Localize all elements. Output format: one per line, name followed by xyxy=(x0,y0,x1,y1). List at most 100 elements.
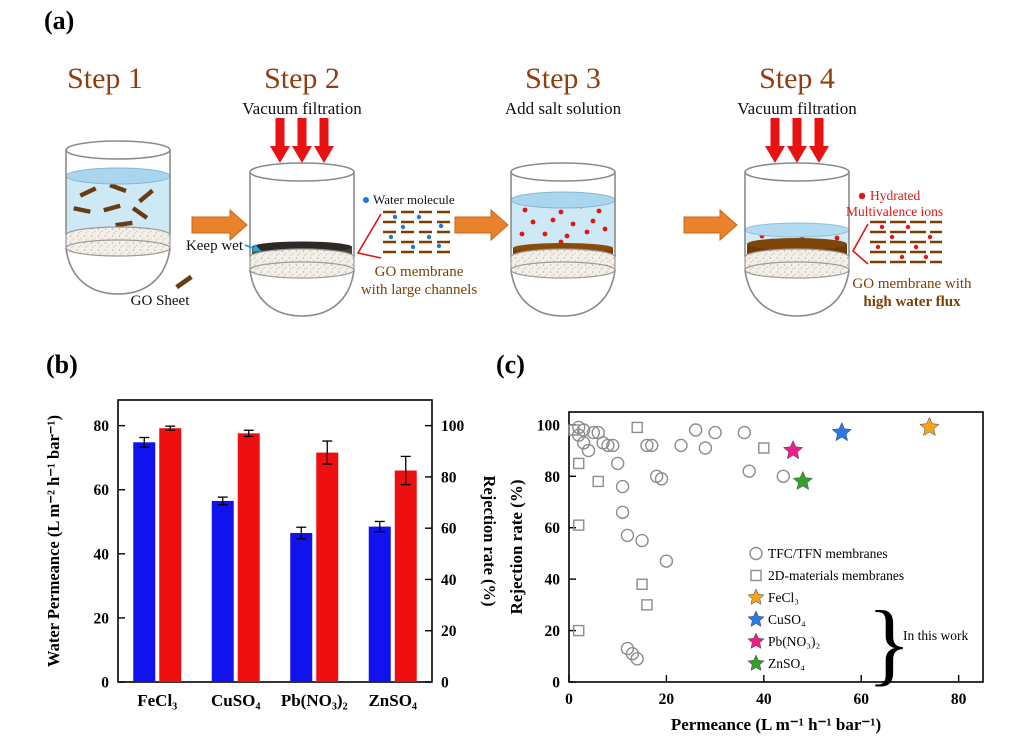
scatter-circle-marker xyxy=(659,554,674,568)
go-sheet-label: GO Sheet xyxy=(131,293,191,309)
process-arrows xyxy=(191,208,738,242)
scatter-square-marker xyxy=(641,599,653,611)
permeance-bar xyxy=(211,500,234,682)
go-sheets-in-water xyxy=(73,183,154,228)
legend-label: TFC/TFN membranes xyxy=(768,546,888,561)
permeance-bar xyxy=(368,526,391,682)
rejection-bar xyxy=(159,428,182,682)
permeance-bar xyxy=(290,532,313,682)
x-axis-title: Permeance (L m⁻¹ h⁻¹ bar⁻¹) xyxy=(671,715,881,734)
y-axis-tick-label: 60 xyxy=(545,520,561,537)
legend-label: ZnSO₄ xyxy=(768,656,805,671)
keep-wet-label: Keep wet xyxy=(186,238,244,254)
scatter-circle-marker xyxy=(620,641,635,656)
hydrated-label-line1: Hydrated xyxy=(870,188,920,203)
flux-label-line1: GO membrane with xyxy=(852,276,972,292)
x-axis-tick-label: 60 xyxy=(853,691,869,708)
x-axis-tick-label: 40 xyxy=(756,691,772,708)
go-membrane-label-line2: with large channels xyxy=(361,282,478,298)
go-membrane-sketch-large-channels xyxy=(383,210,455,254)
beaker-rim xyxy=(249,162,355,182)
vacuum-arrows-step-4 xyxy=(765,118,829,163)
scatter-circle-marker xyxy=(635,533,649,548)
step-2-title: Step 2 xyxy=(264,62,340,95)
scatter-circle-marker xyxy=(708,425,722,440)
arrow-step1-step2 xyxy=(191,208,248,242)
step-1-title: Step 1 xyxy=(67,62,143,95)
scatter-circle-marker xyxy=(586,425,601,440)
panel-a-label: (a) xyxy=(44,6,75,35)
water-surface xyxy=(65,167,171,185)
y-axis-tick-label: 20 xyxy=(545,623,561,640)
scatter-circle-marker xyxy=(606,438,620,453)
scatter-star-marker xyxy=(831,421,852,442)
y-axis-tick-label: 0 xyxy=(552,675,560,692)
right-axis-tick-label: 20 xyxy=(441,623,457,640)
left-axis-tick-label: 60 xyxy=(94,482,110,499)
scatter-circle-marker xyxy=(674,438,688,453)
step-2-subtitle: Vacuum filtration xyxy=(242,99,362,118)
right-axis-title: Rejection rate (%) xyxy=(480,475,499,606)
left-axis-tick-label: 0 xyxy=(101,675,109,692)
go-membrane-sketch-high-flux xyxy=(870,220,942,264)
pointer-bracket-step-4 xyxy=(851,223,869,265)
plot-frame xyxy=(117,399,433,683)
category-label: CuSO₄ xyxy=(211,691,261,710)
arrow-step2-step3 xyxy=(454,208,509,242)
beaker-rim xyxy=(744,162,850,182)
keep-wet-arrow xyxy=(244,244,256,250)
step-3-subtitle: Add salt solution xyxy=(505,99,622,118)
rejection-bar xyxy=(316,452,339,682)
legend-label: 2D-materials membranes xyxy=(768,568,904,583)
scatter-circle-marker xyxy=(615,505,630,519)
left-axis-tick-label: 20 xyxy=(94,610,110,627)
scatter-circle-marker xyxy=(620,528,635,543)
left-axis-tick-label: 40 xyxy=(94,546,110,563)
go-sheet-icon xyxy=(175,274,193,290)
step-4-title: Step 4 xyxy=(759,62,835,95)
y-axis-tick-label: 80 xyxy=(545,469,561,486)
right-axis-tick-label: 60 xyxy=(441,521,457,538)
y-axis-title: Rejection rate (%) xyxy=(507,480,526,615)
scatter-square-marker xyxy=(568,424,580,436)
scatter-square-marker xyxy=(750,569,762,582)
scatter-circle-marker xyxy=(749,546,763,561)
scatter-circle-marker xyxy=(576,436,591,450)
go-membrane-label-line1: GO membrane xyxy=(375,264,464,280)
rejection-bar xyxy=(237,433,260,682)
legend-label: FeCl₃ xyxy=(768,590,799,605)
scatter-star-marker xyxy=(747,632,765,649)
panel-c-label: (c) xyxy=(496,350,525,379)
scatter-square-marker xyxy=(592,475,604,488)
right-axis-tick-label: 100 xyxy=(441,418,465,435)
vacuum-arrows-step-2 xyxy=(270,118,334,163)
scatter-circle-marker xyxy=(601,438,615,453)
arrow-step3-step4 xyxy=(683,208,738,242)
scatter-circle-marker xyxy=(688,423,703,437)
scatter-star-marker xyxy=(747,654,765,671)
x-axis-tick-label: 0 xyxy=(565,691,573,708)
scatter-star-marker xyxy=(792,470,813,491)
plot-frame xyxy=(568,411,984,683)
beaker-step-1 xyxy=(65,140,171,295)
left-axis-tick-label: 80 xyxy=(94,418,110,435)
scatter-circle-marker xyxy=(654,472,669,486)
hydrated-label-line2: Multivalence ions xyxy=(846,204,943,219)
scatter-star-marker xyxy=(919,416,940,437)
water-molecule-label: Water molecule xyxy=(373,192,455,207)
right-axis-tick-label: 0 xyxy=(441,675,449,692)
scatter-star-marker xyxy=(782,439,804,460)
right-axis-tick-label: 40 xyxy=(441,572,457,589)
scatter-circle-marker xyxy=(640,438,654,453)
y-axis-tick-label: 100 xyxy=(537,417,561,434)
category-label: ZnSO₄ xyxy=(368,691,417,710)
legend-label: CuSO₄ xyxy=(768,612,806,627)
beaker-step-4 xyxy=(744,162,850,317)
scatter-square-marker xyxy=(573,519,585,531)
rejection-bar xyxy=(394,470,417,682)
right-axis-tick-label: 80 xyxy=(441,469,457,486)
legend-group-label: In this work xyxy=(903,628,968,643)
funnel-bowl xyxy=(510,269,616,317)
